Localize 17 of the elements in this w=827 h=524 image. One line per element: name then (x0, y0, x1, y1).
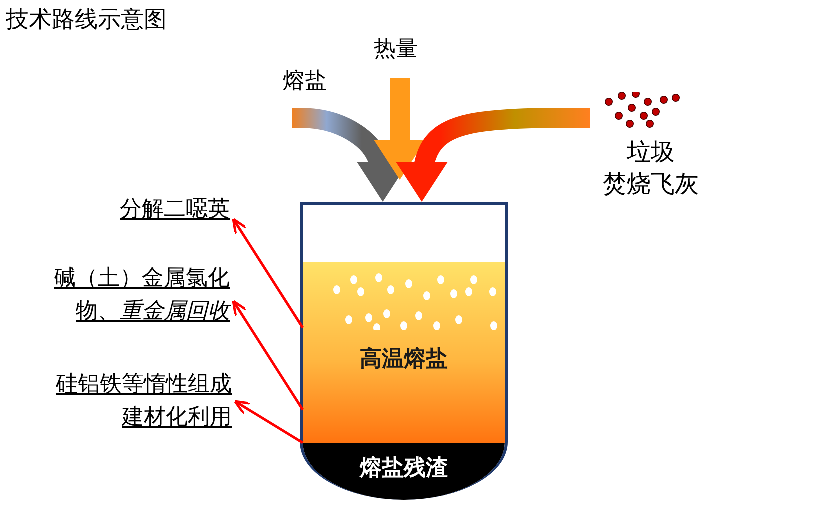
input-label: 焚烧飞灰 (602, 169, 700, 200)
input-label: 垃圾 (626, 137, 676, 168)
input-label: 熔盐 (283, 68, 328, 96)
vessel-box (300, 202, 508, 500)
output-label: 分解二噁英 (119, 196, 230, 224)
output-label: 硅铝铁等惰性组成建材化利用 (55, 371, 232, 432)
output-label: 碱（土）金属氯化物、重金属回收 (53, 265, 230, 326)
input-arrow (396, 108, 590, 203)
molten-salt-layer (303, 262, 505, 443)
arrow (232, 300, 304, 411)
input-label: 热量 (374, 36, 419, 64)
diagram-title: 技术路线示意图 (6, 6, 167, 35)
layer-label: 高温熔盐 (359, 346, 449, 374)
input-arrow (374, 78, 426, 180)
arrow (232, 218, 304, 329)
arrow (234, 400, 304, 444)
layer-label: 熔盐残渣 (358, 455, 449, 483)
